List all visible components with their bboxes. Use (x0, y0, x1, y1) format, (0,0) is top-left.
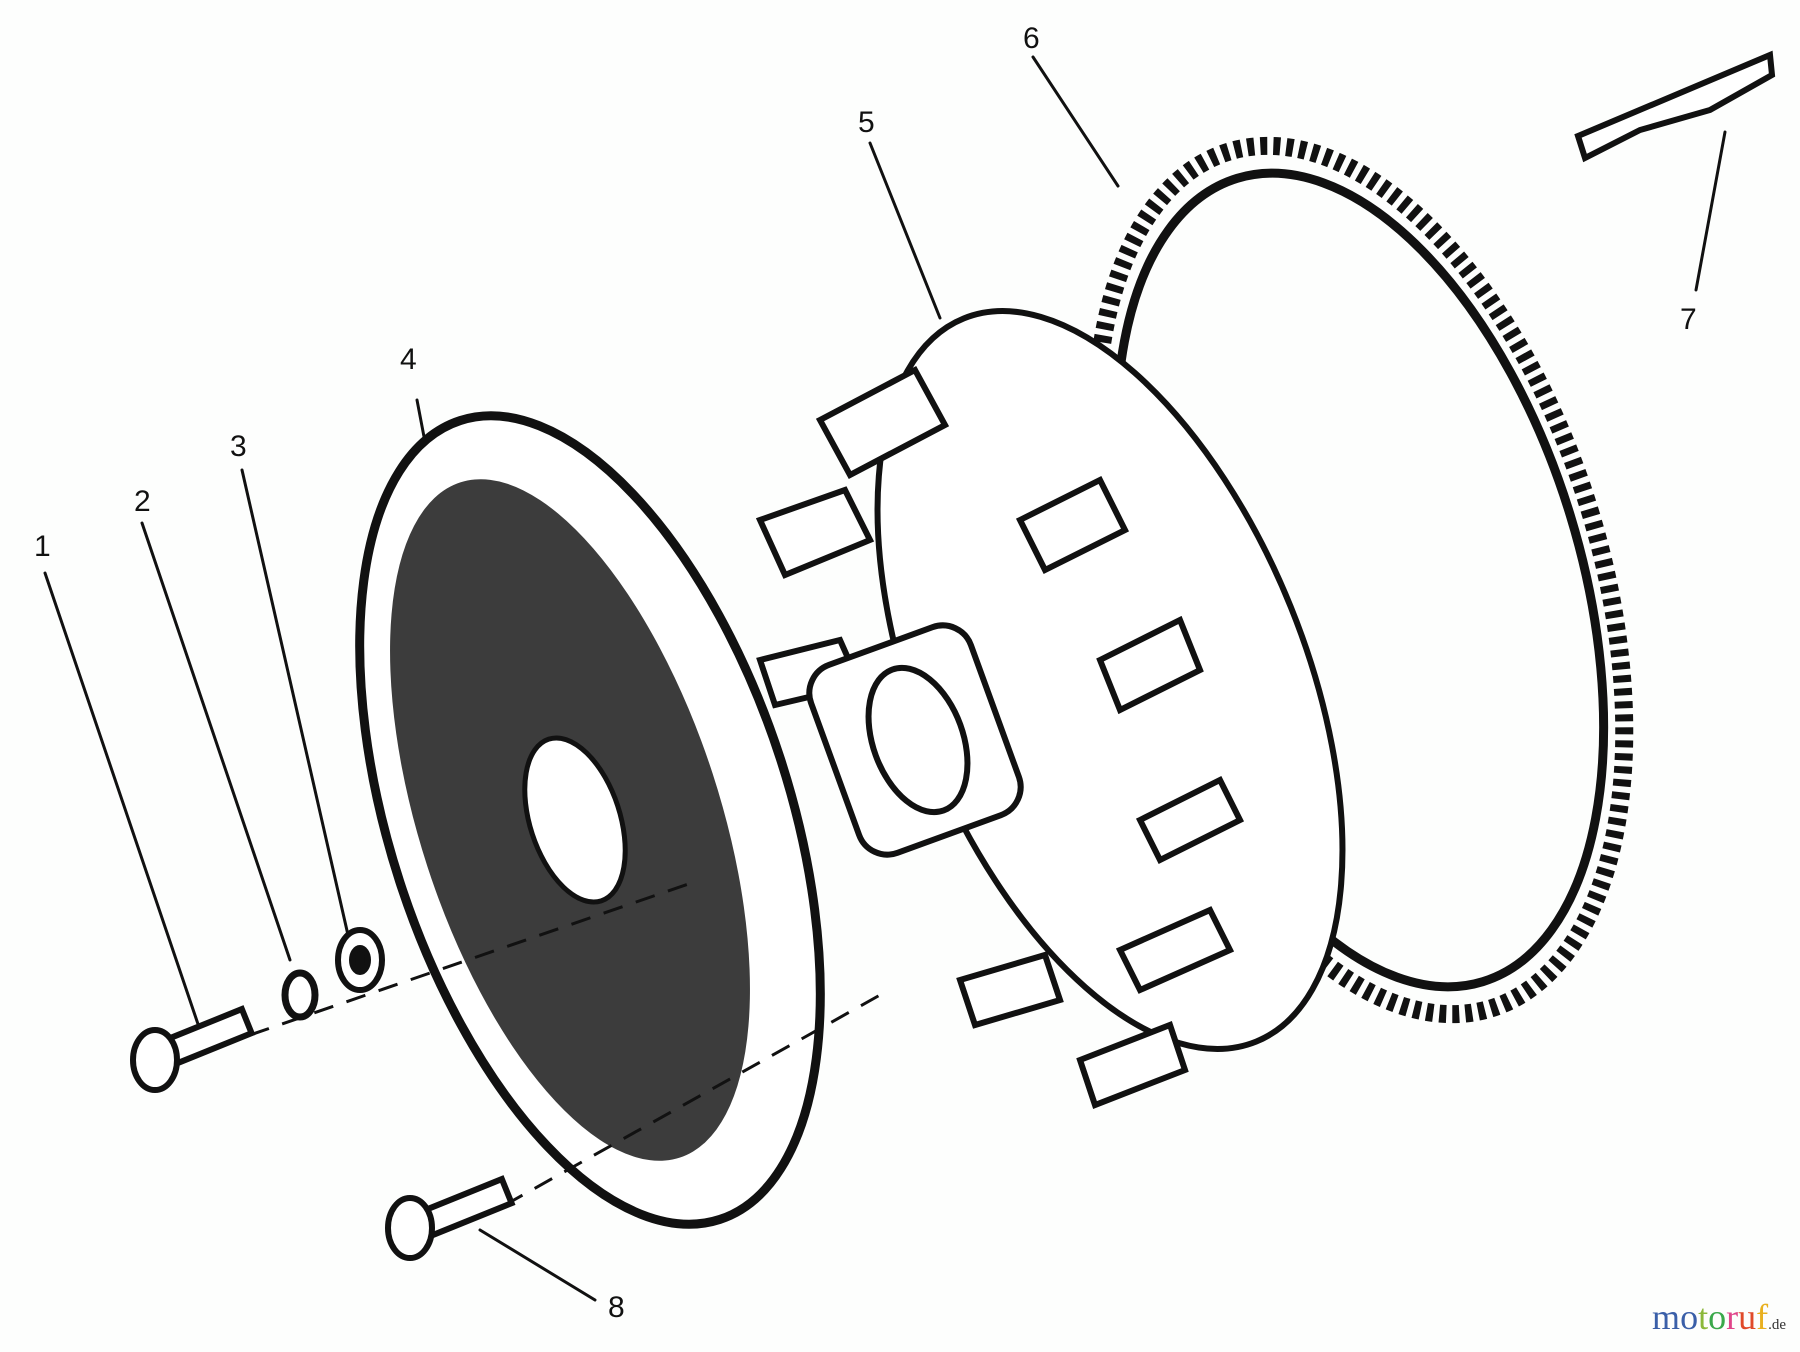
screw (385, 1175, 516, 1261)
alignment-line (504, 993, 881, 1207)
wm-letter: u (1738, 1297, 1757, 1337)
leader-line-7 (1694, 130, 1727, 292)
wm-letter: o (1708, 1297, 1727, 1337)
alignment-line (249, 878, 701, 1037)
callout-6: 6 (1023, 22, 1040, 55)
wm-letter: o (1680, 1297, 1699, 1337)
callout-4: 4 (400, 343, 417, 376)
leader-line-3 (240, 468, 350, 937)
callout-8: 8 (608, 1291, 625, 1324)
callout-1: 1 (34, 530, 51, 563)
watermark-logo: motoruf.de (1652, 1296, 1786, 1338)
debris-screen (355, 411, 825, 1229)
leader-line-1 (43, 571, 202, 1032)
lock-washer (281, 969, 319, 1021)
flywheel-key (1574, 50, 1776, 163)
leader-line-2 (140, 521, 292, 962)
fan-housing (755, 308, 1346, 1109)
bolt (130, 1005, 256, 1093)
leader-line-5 (868, 141, 942, 320)
wm-letter: t (1698, 1297, 1709, 1337)
wm-letter: r (1726, 1297, 1739, 1337)
washer (335, 927, 385, 993)
wm-letter: m (1652, 1297, 1681, 1337)
callout-7: 7 (1680, 303, 1697, 336)
wm-suffix: .de (1768, 1317, 1786, 1333)
callout-2: 2 (134, 485, 151, 518)
callout-3: 3 (230, 430, 247, 463)
wm-letter: f (1756, 1297, 1769, 1337)
callout-5: 5 (858, 106, 875, 139)
leader-line-8 (478, 1228, 597, 1302)
leader-line-6 (1031, 55, 1120, 188)
